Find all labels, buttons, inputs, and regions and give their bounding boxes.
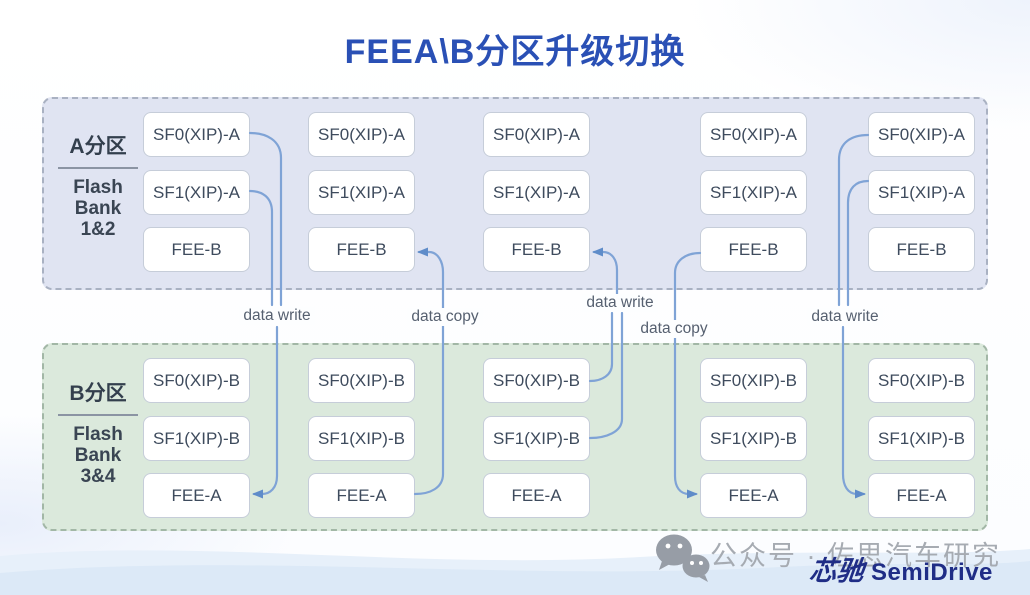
bank-b-flash-line: Bank bbox=[74, 445, 122, 466]
bank-b-label: B分区 Flash Bank 3&4 bbox=[50, 377, 146, 487]
box-a-col2-sf0: SF0(XIP)-A bbox=[308, 112, 415, 157]
box-b-col1-fee: FEE-A bbox=[143, 473, 250, 518]
semidrive-logo-en: SemiDrive bbox=[871, 559, 993, 586]
box-b-col1-sf0: SF0(XIP)-B bbox=[143, 358, 250, 403]
box-b-col2-fee: FEE-A bbox=[308, 473, 415, 518]
box-a-col4-sf0: SF0(XIP)-A bbox=[700, 112, 807, 157]
box-a-col5-sf0: SF0(XIP)-A bbox=[868, 112, 975, 157]
box-b-col3-fee: FEE-A bbox=[483, 473, 590, 518]
bank-a-divider bbox=[58, 167, 138, 169]
box-b-col4-fee: FEE-A bbox=[700, 473, 807, 518]
flow-label-data-copy-1: data copy bbox=[407, 308, 483, 326]
bank-a-flash-line: Bank bbox=[74, 198, 122, 219]
bank-a-flash-line: 1&2 bbox=[80, 219, 116, 240]
box-b-col2-sf1: SF1(XIP)-B bbox=[308, 416, 415, 461]
box-a-col3-sf0: SF0(XIP)-A bbox=[483, 112, 590, 157]
semidrive-logo-cn: 芯驰 bbox=[808, 556, 866, 587]
box-b-col5-sf1: SF1(XIP)-B bbox=[868, 416, 975, 461]
box-a-col3-sf1: SF1(XIP)-A bbox=[483, 170, 590, 215]
flow-label-data-write-2: data write bbox=[582, 294, 658, 312]
box-a-col1-sf1: SF1(XIP)-A bbox=[143, 170, 250, 215]
box-a-col4-sf1: SF1(XIP)-A bbox=[700, 170, 807, 215]
box-b-col4-sf0: SF0(XIP)-B bbox=[700, 358, 807, 403]
bank-a-zone-label: A分区 bbox=[69, 135, 127, 158]
box-b-col3-sf1: SF1(XIP)-B bbox=[483, 416, 590, 461]
box-a-col2-sf1: SF1(XIP)-A bbox=[308, 170, 415, 215]
box-a-col4-fee: FEE-B bbox=[700, 227, 807, 272]
box-b-col3-sf0: SF0(XIP)-B bbox=[483, 358, 590, 403]
box-a-col5-fee: FEE-B bbox=[868, 227, 975, 272]
box-b-col4-sf1: SF1(XIP)-B bbox=[700, 416, 807, 461]
box-b-col5-sf0: SF0(XIP)-B bbox=[868, 358, 975, 403]
box-a-col3-fee: FEE-B bbox=[483, 227, 590, 272]
bank-b-divider bbox=[58, 414, 138, 416]
box-a-col1-sf0: SF0(XIP)-A bbox=[143, 112, 250, 157]
flow-label-data-copy-2: data copy bbox=[636, 320, 712, 338]
flow-label-data-write-1: data write bbox=[239, 307, 315, 325]
semidrive-logo: 芯驰 SemiDrive bbox=[808, 549, 993, 588]
bank-b-flash-line: 3&4 bbox=[80, 466, 116, 487]
box-b-col2-sf0: SF0(XIP)-B bbox=[308, 358, 415, 403]
flow-label-data-write-3: data write bbox=[807, 308, 883, 326]
bank-a-flash-line: Flash bbox=[73, 177, 123, 198]
bank-b-zone-label: B分区 bbox=[69, 382, 127, 405]
box-a-col5-sf1: SF1(XIP)-A bbox=[868, 170, 975, 215]
box-a-col2-fee: FEE-B bbox=[308, 227, 415, 272]
box-b-col1-sf1: SF1(XIP)-B bbox=[143, 416, 250, 461]
page-title: FEEA\B分区升级切换 bbox=[344, 33, 686, 71]
box-a-col1-fee: FEE-B bbox=[143, 227, 250, 272]
box-b-col5-fee: FEE-A bbox=[868, 473, 975, 518]
bank-a-label: A分区 Flash Bank 1&2 bbox=[50, 130, 146, 240]
bank-b-flash-line: Flash bbox=[73, 424, 123, 445]
